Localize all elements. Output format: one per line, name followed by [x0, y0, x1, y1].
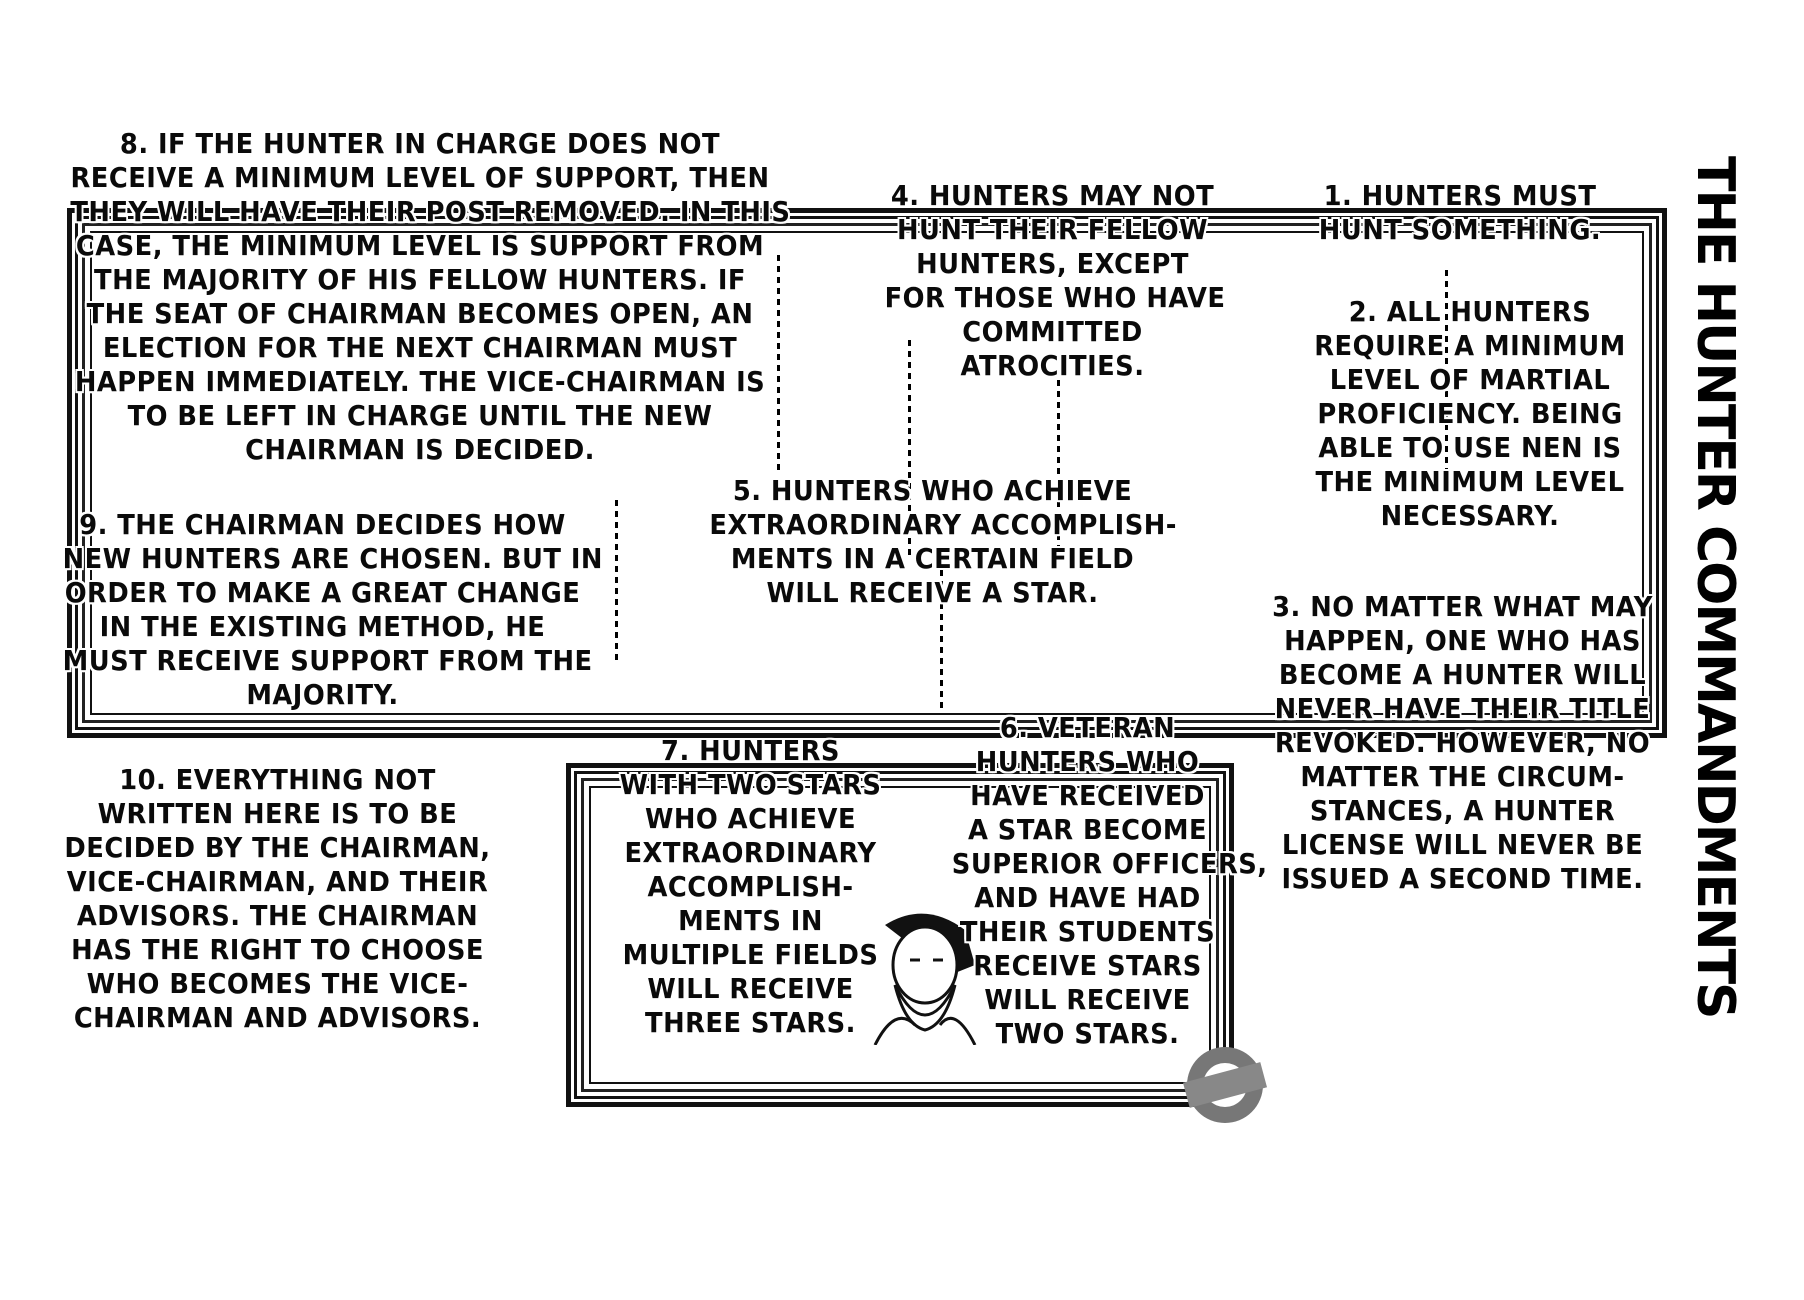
commandment-3: 3. NO MATTER WHAT MAY HAPPEN, ONE WHO HA…	[1272, 590, 1653, 895]
commandment-10: 10. EVERYTHING NOT WRITTEN HERE IS TO BE…	[64, 763, 491, 1034]
commandment-5: 5. HUNTERS WHO ACHIEVE EXTRAORDINARY ACC…	[709, 474, 1177, 609]
commandment-6: 6. VETERAN HUNTERS WHO HAVE RECEIVED A S…	[951, 711, 1268, 1050]
decoration	[615, 500, 618, 660]
commandment-4: 4. HUNTERS MAY NOT HUNT THEIR FELLOW HUN…	[884, 179, 1226, 382]
commandment-1: 1. HUNTERS MUST HUNT SOMETHING.	[1318, 179, 1602, 246]
page-title: THE HUNTER COMMANDMENTS	[1685, 156, 1745, 1018]
decoration	[940, 570, 943, 710]
decoration	[777, 255, 780, 475]
commandment-7: 7. HUNTERS WITH TWO STARS WHO ACHIEVE EX…	[619, 734, 882, 1039]
decoration	[1057, 380, 1060, 560]
watermark-logo	[1182, 1047, 1268, 1123]
main-frame	[67, 208, 1667, 738]
commandment-2: 2. ALL HUNTERS REQUIRE A MINIMUM LEVEL O…	[1314, 295, 1626, 532]
chairman-portrait	[873, 913, 977, 1045]
portrait-frame	[566, 763, 1234, 1107]
decoration	[1445, 270, 1448, 490]
commandment-9: 9. THE CHAIRMAN DECIDES HOW NEW HUNTERS …	[62, 508, 603, 711]
decoration	[908, 340, 911, 560]
commandment-8: 8. IF THE HUNTER IN CHARGE DOES NOT RECE…	[70, 127, 791, 466]
